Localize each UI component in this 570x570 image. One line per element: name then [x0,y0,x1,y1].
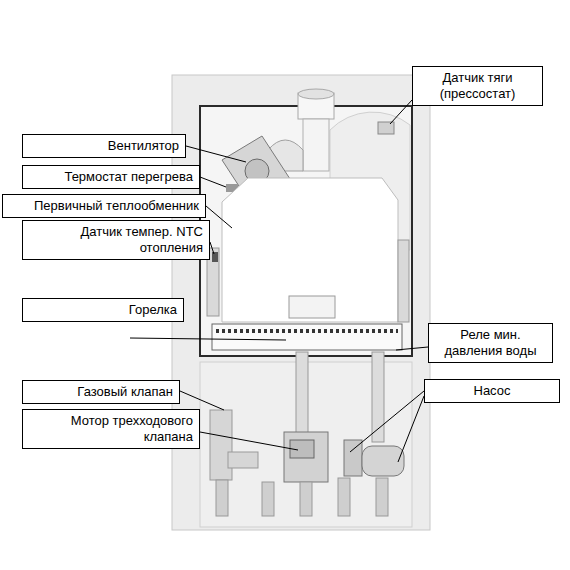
housing [172,75,430,530]
leader-line [200,432,298,450]
connector [376,478,388,516]
part-label: Термостат перегрева [29,169,193,185]
leader-line [210,242,214,254]
part-label: Датчик тяги (прессостат) [419,70,536,102]
callout-box: Вентилятор [22,134,186,158]
leader-line [180,391,224,410]
connector [262,482,274,516]
flue-top [298,89,334,99]
leader-line [350,391,424,452]
connector [216,480,228,516]
part-label: Первичный теплообменник [9,198,199,214]
leader-line [130,338,286,340]
callout-box: Насос [424,379,560,403]
pipe [296,352,308,434]
leader-line [390,100,412,124]
pump-body [344,440,362,476]
callout-box: Мотор трехходового клапана [22,409,200,449]
callout-box: Датчик тяги (прессостат) [412,66,543,106]
connector [300,482,312,516]
pipe [210,410,232,480]
flue-pipe [303,119,329,171]
part-label: Реле мин. давления воды [435,327,546,359]
leader-line [186,146,246,162]
return-pipe [398,240,409,322]
ntc-sensor [212,252,218,262]
part-label: Насос [431,383,553,399]
leader-line [398,396,424,462]
callout-box: Датчик темпер. NTC отопления [22,220,210,260]
connector [338,478,350,516]
heat-exchanger [222,178,398,322]
leader-line [200,177,226,187]
part-label: Мотор трехходового клапана [29,413,193,445]
combustion-chamber [200,106,412,356]
burner [212,324,402,350]
pipe [228,452,258,468]
part-label: Газовый клапан [29,384,173,400]
pump-motor [362,446,404,476]
exchanger-plate [289,296,335,318]
pressostat [378,122,394,134]
callout-box: Газовый клапан [22,380,180,404]
part-label: Горелка [29,302,177,318]
callout-box: Реле мин. давления воды [428,323,553,363]
callout-box: Термостат перегрева [22,165,200,189]
callout-box: Горелка [22,298,184,322]
part-label: Вентилятор [29,138,179,154]
valve-block [284,432,328,482]
leader-line [396,347,428,350]
burner-slots [216,329,398,333]
callout-box: Первичный теплообменник [2,194,206,218]
part-label: Датчик темпер. NTC отопления [29,224,203,256]
